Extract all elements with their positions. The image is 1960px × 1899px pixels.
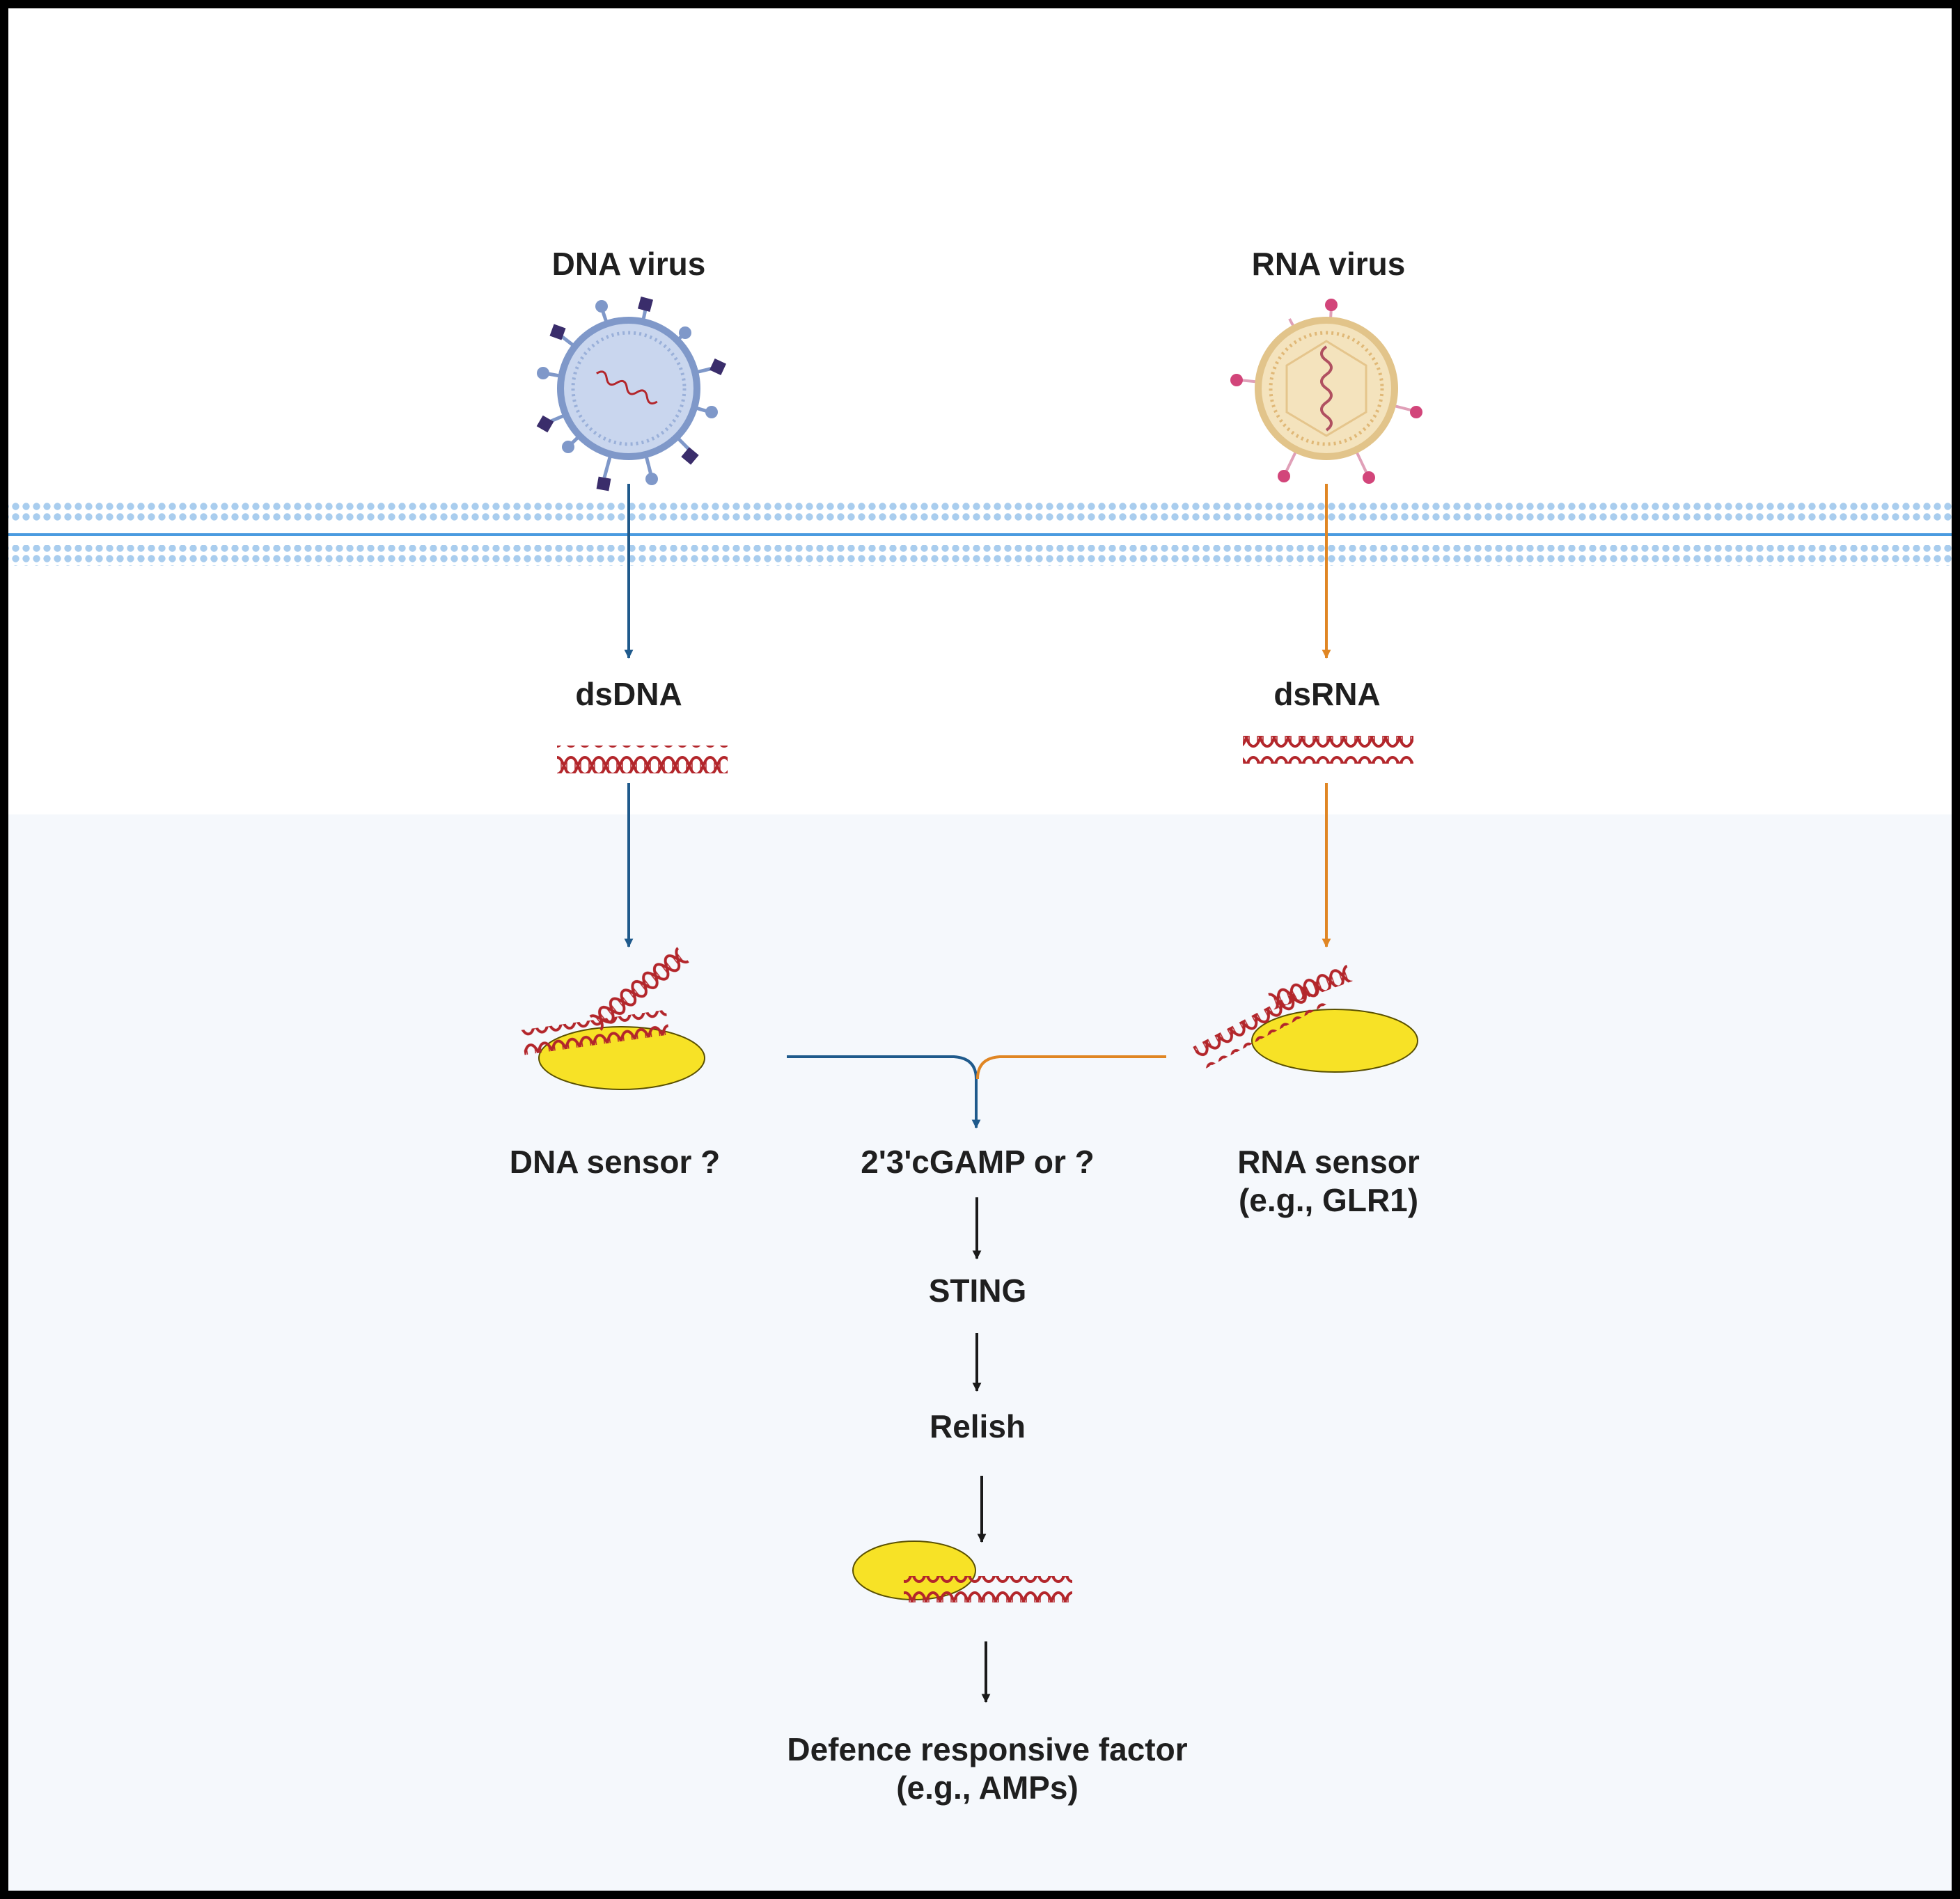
defence-factor-example: (e.g., AMPs)	[896, 1770, 1079, 1806]
rna-sensor-icon	[1193, 957, 1418, 1073]
sting-label: STING	[928, 1272, 1027, 1309]
dsdna-label: dsDNA	[575, 676, 682, 712]
cytoplasm-region	[0, 814, 1960, 1899]
relish-label: Relish	[929, 1408, 1026, 1444]
dna-sensor-label: DNA sensor ?	[509, 1144, 721, 1180]
rna-sensor-example: (e.g., GLR1)	[1238, 1182, 1419, 1219]
rna-sensor-name: RNA sensor	[1237, 1144, 1420, 1180]
rna-sensor-label: RNA sensor (e.g., GLR1)	[1237, 1143, 1420, 1220]
cell-membrane	[8, 503, 1952, 566]
dsdna-helix-icon	[557, 746, 728, 773]
rna-virus-icon	[1230, 299, 1422, 484]
dsrna-helix-icon	[1243, 736, 1413, 764]
relish-dna-binding-icon	[852, 1541, 1072, 1602]
cgamp-label: 2'3'cGAMP or ?	[861, 1144, 1095, 1180]
rna-virus-label: RNA virus	[1251, 246, 1406, 282]
sensor-convergence-arrows	[787, 1055, 1166, 1129]
dna-virus-label: DNA virus	[551, 246, 706, 282]
dna-sensor-icon	[521, 946, 705, 1090]
dsrna-label: dsRNA	[1273, 676, 1381, 712]
defence-factor-label: Defence responsive factor (e.g., AMPs)	[787, 1731, 1187, 1807]
defence-factor-name: Defence responsive factor	[787, 1731, 1188, 1767]
dna-virus-icon	[536, 296, 726, 491]
